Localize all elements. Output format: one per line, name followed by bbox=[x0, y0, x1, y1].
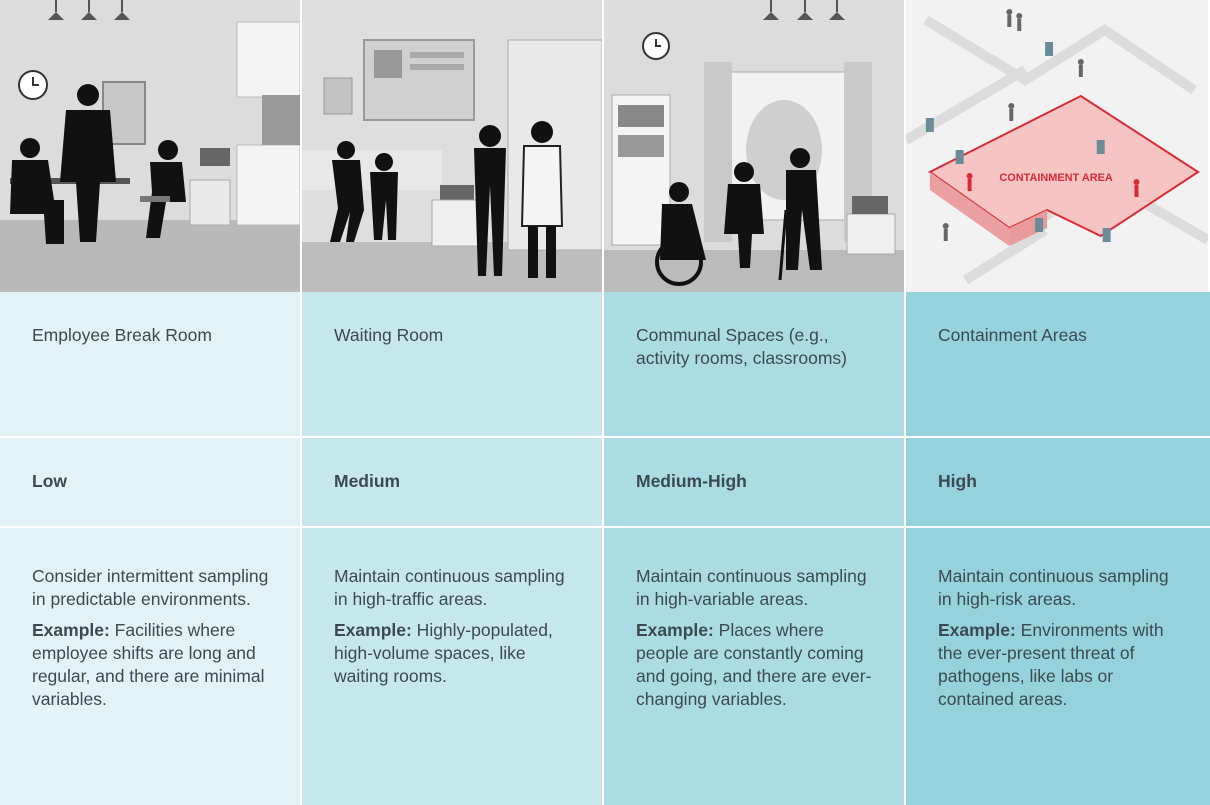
recommendation-waiting-room: Maintain continuous sampling in high-tra… bbox=[302, 528, 604, 805]
area-name-communal-spaces: Communal Spaces (e.g., activity rooms, c… bbox=[604, 292, 906, 438]
recommendation-text: Maintain continuous sampling in high-ris… bbox=[938, 566, 1169, 609]
recommendation-text: Maintain continuous sampling in high-tra… bbox=[334, 566, 565, 609]
waiting-room-illustration bbox=[302, 0, 604, 292]
example-text: Facilities where employee shifts are lon… bbox=[32, 620, 265, 709]
recommendation-break-room: Consider intermittent sampling in predic… bbox=[0, 528, 302, 805]
recommendation-text: Consider intermittent sampling in predic… bbox=[32, 566, 269, 609]
example-label: Example: bbox=[334, 620, 412, 640]
example-label: Example: bbox=[636, 620, 714, 640]
recommendation-containment-areas: Maintain continuous sampling in high-ris… bbox=[906, 528, 1210, 805]
break-room-illustration bbox=[0, 0, 302, 292]
recommendation-text: Maintain continuous sampling in high-var… bbox=[636, 566, 867, 609]
area-name-break-room: Employee Break Room bbox=[0, 292, 302, 438]
risk-level-medium: Medium bbox=[302, 438, 604, 528]
area-name-containment-areas: Containment Areas bbox=[906, 292, 1210, 438]
containment-area-illustration: CONTAINMENT AREA bbox=[906, 0, 1210, 292]
risk-level-low: Low bbox=[0, 438, 302, 528]
example-text: Environments with the ever-present threa… bbox=[938, 620, 1164, 709]
example-text: Highly-populated, high-volume spaces, li… bbox=[334, 620, 553, 686]
area-name-waiting-room: Waiting Room bbox=[302, 292, 604, 438]
containment-area-label: CONTAINMENT AREA bbox=[999, 172, 1112, 184]
risk-level-medium-high: Medium-High bbox=[604, 438, 906, 528]
example-label: Example: bbox=[938, 620, 1016, 640]
risk-level-high: High bbox=[906, 438, 1210, 528]
recommendation-communal-spaces: Maintain continuous sampling in high-var… bbox=[604, 528, 906, 805]
example-text: Places where people are constantly comin… bbox=[636, 620, 872, 709]
example-label: Example: bbox=[32, 620, 110, 640]
communal-space-illustration bbox=[604, 0, 906, 292]
